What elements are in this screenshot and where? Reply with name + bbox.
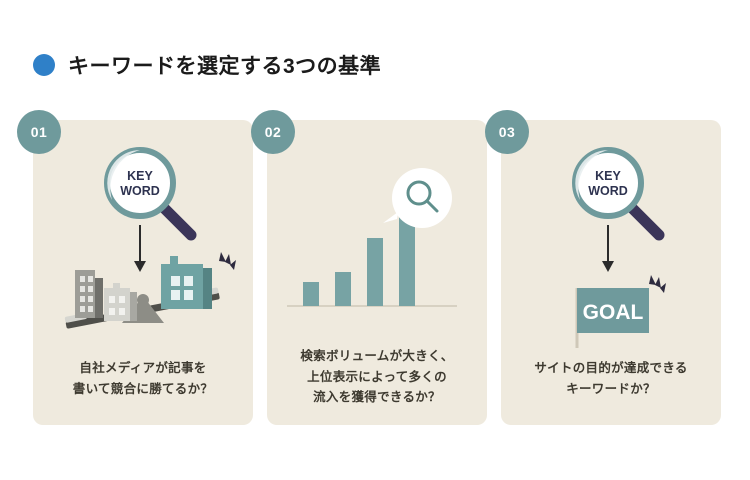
page-title: キーワードを選定する3つの基準 bbox=[68, 55, 382, 78]
caption-line: サイトの目的が達成できる bbox=[534, 361, 688, 375]
gray-building-short bbox=[104, 288, 130, 321]
search-bubble bbox=[383, 168, 452, 228]
card-caption: サイトの目的が達成できる キーワードか？ bbox=[501, 358, 721, 399]
bar-4 bbox=[399, 205, 415, 306]
caption-line: 自社メディアが記事を bbox=[79, 361, 207, 375]
criteria-card-3: 03 KEY WORD bbox=[485, 110, 721, 425]
card-number-badge: 03 bbox=[485, 110, 529, 154]
caption-line: 書いて競合に勝てるか？ bbox=[72, 381, 214, 396]
magnifier-label-line1: KEY bbox=[127, 169, 153, 183]
illustration-keyword-goal: KEY WORD GOAL bbox=[501, 120, 721, 350]
criteria-card-2: 02 検索ボリュームが大きく、 上位表示によって多くの 流入を獲得できるか？ bbox=[251, 110, 487, 425]
magnifier-icon bbox=[572, 147, 665, 241]
bullet-icon bbox=[33, 54, 55, 76]
card-number-badge: 01 bbox=[17, 110, 61, 154]
caption-line: 上位表示によって多くの bbox=[307, 369, 447, 384]
page-header: キーワードを選定する3つの基準 bbox=[33, 50, 381, 80]
card-caption: 検索ボリュームが大きく、 上位表示によって多くの 流入を獲得できるか？ bbox=[267, 346, 487, 408]
sparkle-icon bbox=[219, 252, 236, 270]
goal-flag: GOAL bbox=[575, 288, 649, 348]
teal-house bbox=[161, 256, 212, 309]
caption-line: キーワードか？ bbox=[566, 381, 656, 396]
goal-flag-label: GOAL bbox=[583, 301, 644, 324]
seesaw-illustration bbox=[64, 252, 236, 329]
sparkle-icon bbox=[649, 275, 666, 293]
search-icon bbox=[406, 180, 439, 213]
bar-3 bbox=[367, 238, 383, 306]
bar-1 bbox=[303, 282, 319, 306]
down-arrow-icon bbox=[602, 225, 614, 272]
magnifier-icon bbox=[104, 147, 197, 241]
caption-line: 流入を獲得できるか？ bbox=[313, 390, 441, 405]
magnifier-label-line2: WORD bbox=[120, 184, 160, 198]
caption-line: 検索ボリュームが大きく、 bbox=[300, 349, 454, 363]
magnifier-label-line2: WORD bbox=[588, 184, 628, 198]
magnifier-label-line1: KEY bbox=[595, 169, 621, 183]
card-caption: 自社メディアが記事を 書いて競合に勝てるか？ bbox=[33, 358, 253, 399]
illustration-search-volume-chart bbox=[267, 120, 487, 350]
card-number-badge: 02 bbox=[251, 110, 295, 154]
bar-2 bbox=[335, 272, 351, 306]
illustration-keyword-seesaw: KEY WORD bbox=[33, 120, 253, 350]
down-arrow-icon bbox=[134, 225, 146, 272]
criteria-card-1: 01 KEY WORD bbox=[17, 110, 253, 425]
